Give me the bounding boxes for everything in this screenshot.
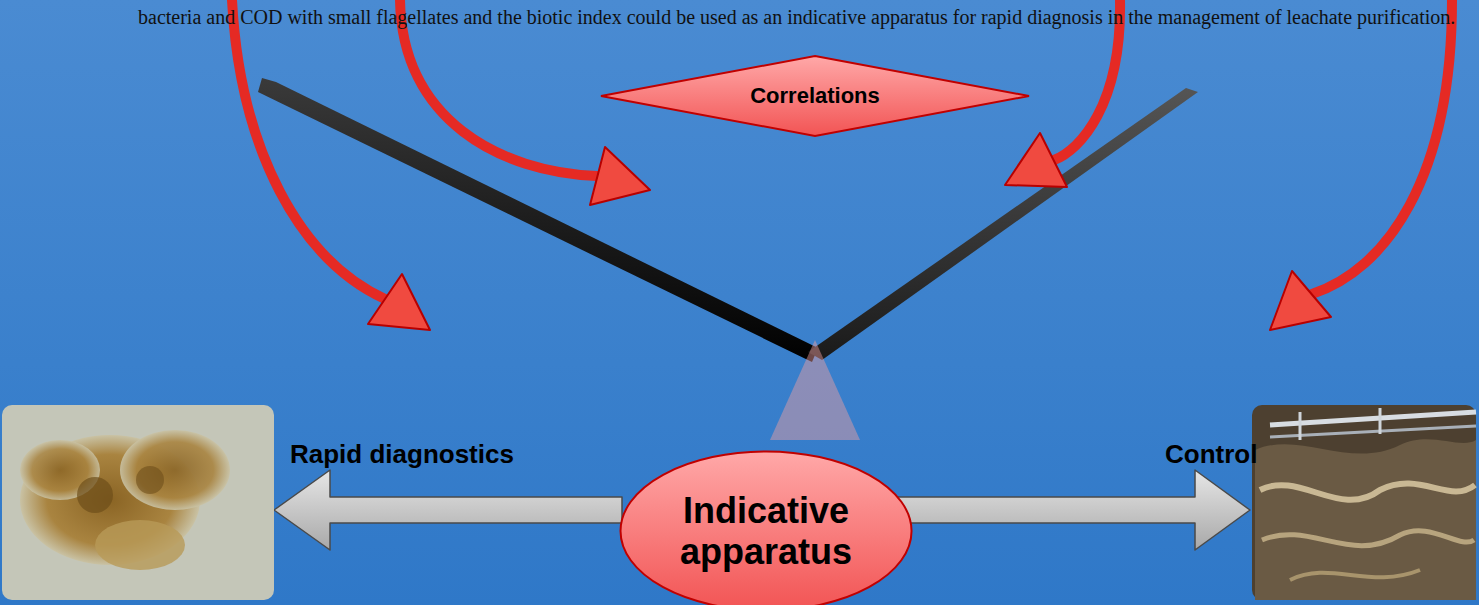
aeration-tank-photo bbox=[1252, 405, 1476, 600]
grey-arrow-left bbox=[274, 470, 622, 550]
microscope-photo bbox=[2, 405, 274, 600]
arrow-label: Control bbox=[1165, 438, 1257, 470]
red-arrow-head-4 bbox=[1270, 271, 1331, 330]
body-text: bacteria and COD with small flagellates … bbox=[138, 4, 1468, 30]
red-arrow-head-2 bbox=[590, 147, 650, 205]
red-arrow-head-1 bbox=[368, 274, 430, 330]
grey-arrow-right bbox=[888, 470, 1250, 550]
v-bar-right bbox=[808, 88, 1198, 360]
hub-ellipse: Indicative apparatus bbox=[619, 450, 913, 605]
node-text-group: Indicative apparatus bbox=[671, 490, 860, 573]
v-peak-reflection bbox=[770, 340, 860, 440]
red-arrow-head-3 bbox=[1005, 133, 1067, 187]
red-arrow-4 bbox=[1312, 0, 1452, 294]
node-text: Correlations bbox=[750, 83, 880, 108]
red-arrow-1 bbox=[232, 0, 385, 299]
decision-diamond: Correlations bbox=[600, 55, 1030, 137]
node-text: Indicative apparatus bbox=[671, 490, 860, 573]
arrow-label: Rapid diagnostics bbox=[290, 438, 514, 470]
node-text-group: Correlations bbox=[750, 83, 880, 108]
